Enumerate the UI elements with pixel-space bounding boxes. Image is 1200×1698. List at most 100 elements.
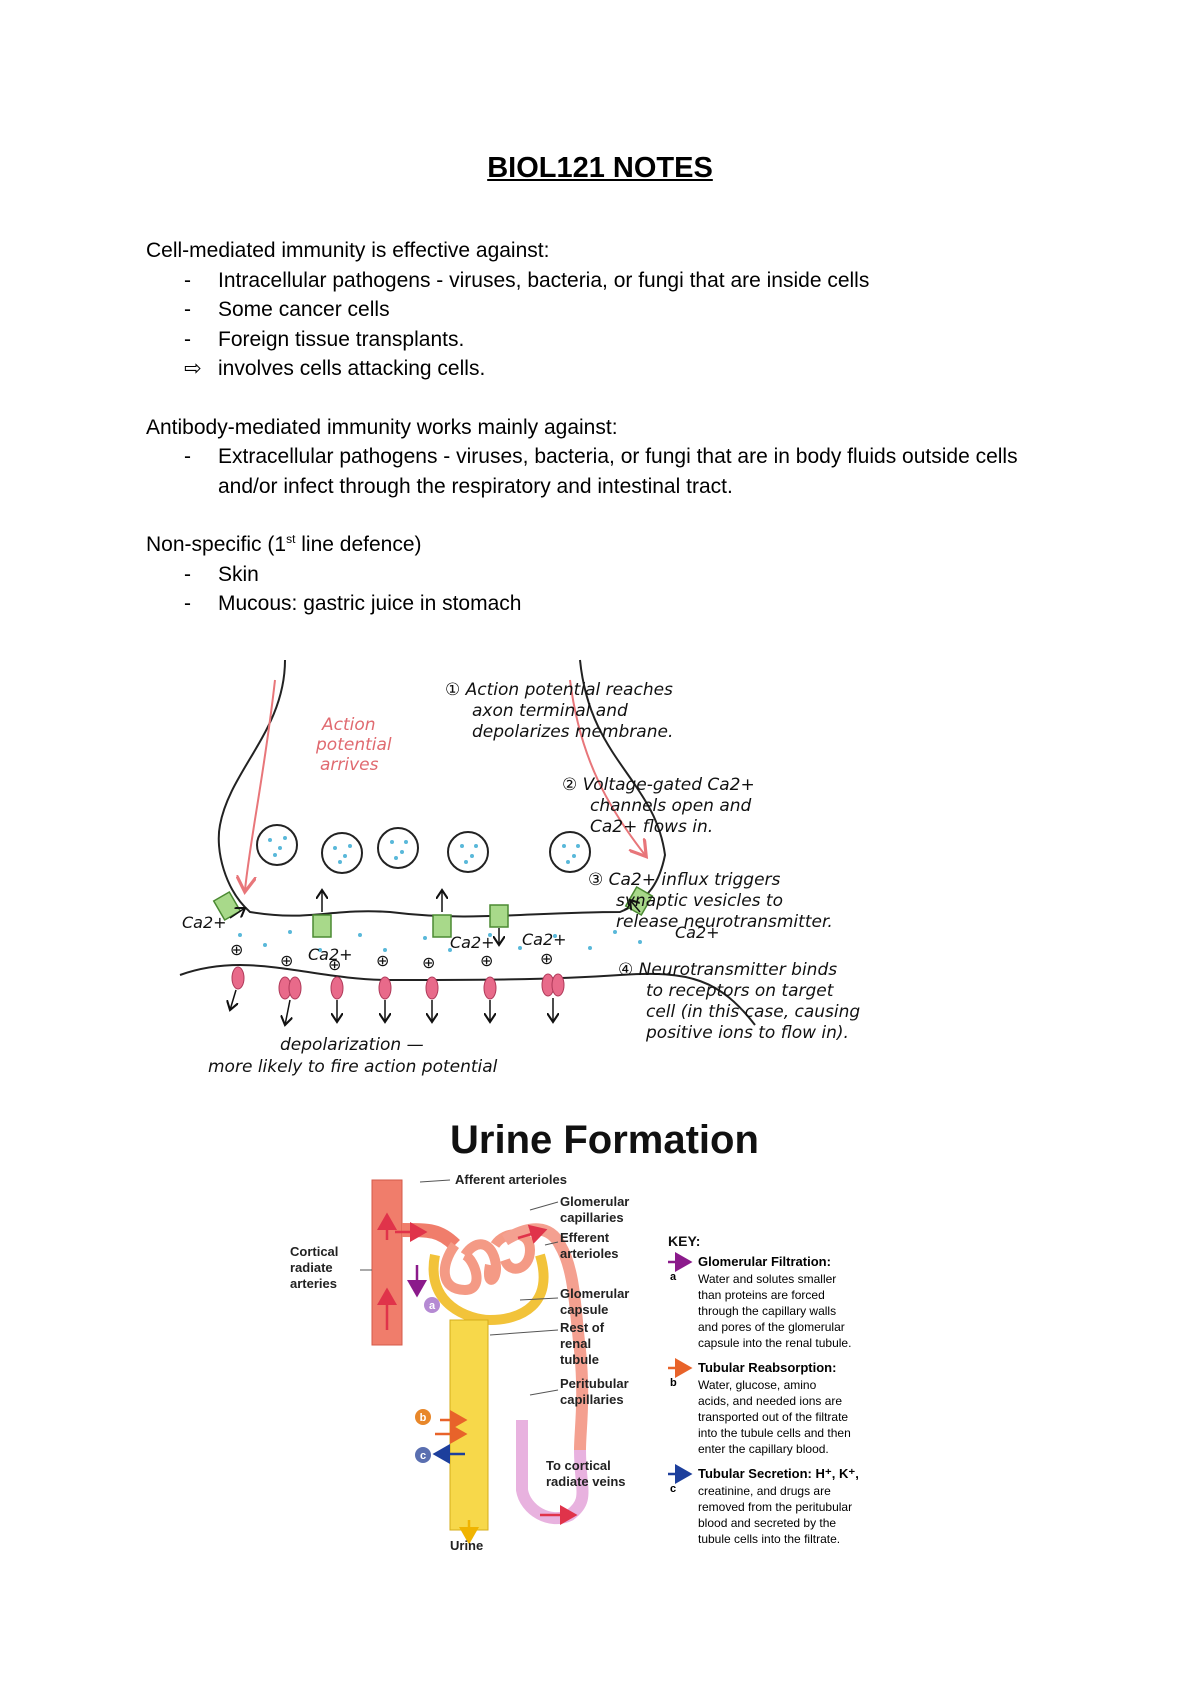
arrives-label-line-2: potential	[315, 735, 392, 755]
step-1-line: ① Action potential reaches	[445, 680, 673, 700]
superscript: st	[286, 532, 296, 546]
svg-text:creatinine, and drugs are: creatinine, and drugs are	[698, 1484, 831, 1498]
svg-text:Efferent: Efferent	[560, 1230, 610, 1245]
list-item: -Intracellular pathogens - viruses, bact…	[146, 266, 1046, 296]
step-4-line: cell (in this case, causing	[646, 1002, 860, 1022]
svg-text:and pores of the glomerular: and pores of the glomerular	[698, 1320, 845, 1334]
svg-text:⊕: ⊕	[376, 951, 389, 970]
svg-text:enter the capillary blood.: enter the capillary blood.	[698, 1442, 829, 1456]
step-3-line: ③ Ca2+ influx triggers	[588, 870, 781, 890]
key-title: KEY:	[668, 1233, 700, 1249]
positive-ions: ⊕ ⊕ ⊕ ⊕ ⊕ ⊕ ⊕	[230, 940, 553, 974]
list-item-text: Extracellular pathogens - viruses, bacte…	[218, 445, 1018, 498]
svg-text:⊕: ⊕	[280, 951, 293, 970]
antibody-mediated-list: - Extracellular pathogens - viruses, bact…	[146, 442, 1046, 501]
vesicle	[447, 831, 489, 873]
nonspecific-list: - Skin - Mucous: gastric juice in stomach	[146, 560, 1046, 619]
vesicle	[321, 832, 363, 874]
ca-label: Ca2+	[182, 913, 227, 932]
svg-text:transported out of the filtrat: transported out of the filtrate	[698, 1410, 848, 1424]
svg-text:removed from the peritubular: removed from the peritubular	[698, 1500, 852, 1514]
synapse-steps: ① Action potential reaches axon terminal…	[445, 680, 860, 1043]
synapse-diagram: Action potential arrives	[179, 659, 860, 1077]
vesicle	[256, 824, 298, 866]
nephron-diagram: a b c Afferent arterioles Glomerular cap…	[290, 1172, 859, 1550]
ca-label: Ca2+	[675, 923, 720, 942]
arrow-bullet-icon: ⇨	[184, 357, 202, 380]
svg-text:a: a	[670, 1271, 677, 1283]
ca-label: Ca2+	[308, 945, 353, 964]
page-title: BIOL121 NOTES	[487, 152, 713, 184]
svg-text:tubule cells into the filtrate: tubule cells into the filtrate.	[698, 1532, 840, 1546]
step-4-line: to receptors on target	[646, 981, 835, 1001]
synaptic-vesicles	[256, 824, 591, 874]
vesicle	[549, 831, 591, 873]
svg-text:arteries: arteries	[290, 1276, 337, 1291]
svg-text:through the capillary walls: through the capillary walls	[698, 1304, 836, 1318]
svg-text:⊕: ⊕	[230, 940, 243, 959]
list-item-text: Some cancer cells	[218, 298, 390, 321]
svg-text:renal: renal	[560, 1336, 591, 1351]
step-2-line: ② Voltage-gated Ca2+	[562, 775, 755, 795]
svg-text:blood and secreted by the: blood and secreted by the	[698, 1516, 836, 1530]
svg-text:Water and solutes smaller: Water and solutes smaller	[698, 1272, 836, 1286]
svg-text:capillaries: capillaries	[560, 1392, 624, 1407]
bullet-dash: -	[184, 298, 191, 321]
bullet-dash: -	[184, 445, 191, 468]
list-item-text: involves cells attacking cells.	[218, 357, 486, 380]
list-item: - Mucous: gastric juice in stomach	[146, 589, 1046, 619]
svg-text:radiate veins: radiate veins	[546, 1474, 626, 1489]
svg-text:Peritubular: Peritubular	[560, 1376, 629, 1391]
list-item-text: Mucous: gastric juice in stomach	[218, 592, 522, 615]
cell-mediated-heading: Cell-mediated immunity is effective agai…	[146, 239, 550, 262]
antibody-mediated-heading: Antibody-mediated immunity works mainly …	[146, 415, 618, 439]
list-item: - Some cancer cells	[146, 295, 1046, 325]
svg-text:Glomerular: Glomerular	[560, 1286, 629, 1301]
heading-text: Non-specific (1	[146, 533, 287, 556]
svg-text:Cortical: Cortical	[290, 1244, 338, 1259]
bullet-dash: -	[184, 562, 191, 586]
heading-text: line defence)	[295, 533, 422, 556]
svg-text:than proteins are forced: than proteins are forced	[698, 1288, 825, 1302]
svg-text:⊕: ⊕	[328, 955, 341, 974]
vesicle	[377, 827, 419, 869]
svg-text:acids, and needed ions are: acids, and needed ions are	[698, 1394, 842, 1408]
urine-formation-title: Urine Formation	[450, 1118, 759, 1162]
svg-text:capillaries: capillaries	[560, 1210, 624, 1225]
list-item-text: Skin	[218, 562, 259, 586]
glomerular-capsule	[428, 1253, 549, 1326]
arrives-label-line-3: arrives	[320, 755, 379, 775]
list-item: - Extracellular pathogens - viruses, bact…	[146, 442, 1046, 501]
svg-text:Glomerular Filtration:: Glomerular Filtration:	[698, 1254, 831, 1269]
cell-mediated-list: -Intracellular pathogens - viruses, bact…	[146, 266, 1046, 384]
svg-text:Tubular Reabsorption:: Tubular Reabsorption:	[698, 1360, 836, 1375]
label-a: a	[429, 1300, 436, 1312]
step-1-line: depolarizes membrane.	[472, 722, 673, 742]
glomerulus	[439, 1229, 536, 1296]
step-2-line: Ca2+ flows in.	[590, 817, 713, 837]
label-afferent: Afferent arterioles	[455, 1172, 567, 1187]
svg-text:c: c	[670, 1483, 676, 1495]
svg-text:into the tubule cells and then: into the tubule cells and then	[698, 1426, 851, 1440]
bullet-dash: -	[184, 268, 191, 292]
depolarization-caption: more likely to fire action potential	[208, 1057, 498, 1077]
ca-label: Ca2+	[450, 933, 495, 952]
svg-text:Glomerular: Glomerular	[560, 1194, 629, 1209]
list-item: ⇨ involves cells attacking cells.	[146, 354, 1046, 384]
svg-text:To cortical: To cortical	[546, 1458, 611, 1473]
step-3-line: release neurotransmitter.	[616, 912, 833, 932]
svg-text:Water, glucose, amino: Water, glucose, amino	[698, 1378, 817, 1392]
svg-text:tubule: tubule	[560, 1352, 599, 1367]
notes-body: Cell-mediated immunity is effective agai…	[146, 236, 1046, 619]
svg-text:radiate: radiate	[290, 1260, 333, 1275]
arrival-arrow-left	[245, 679, 276, 890]
key: KEY: a Glomerular Filtration: Water and …	[668, 1233, 859, 1546]
bullet-dash: -	[184, 592, 191, 615]
label-c: c	[420, 1450, 426, 1462]
svg-text:b: b	[670, 1377, 677, 1389]
svg-text:⊕: ⊕	[480, 951, 493, 970]
renal-tubule	[449, 1319, 489, 1531]
list-item: -Foreign tissue transplants.	[146, 325, 1046, 355]
arrival-arrow-right	[569, 679, 645, 855]
ion-arrows	[230, 890, 641, 1025]
